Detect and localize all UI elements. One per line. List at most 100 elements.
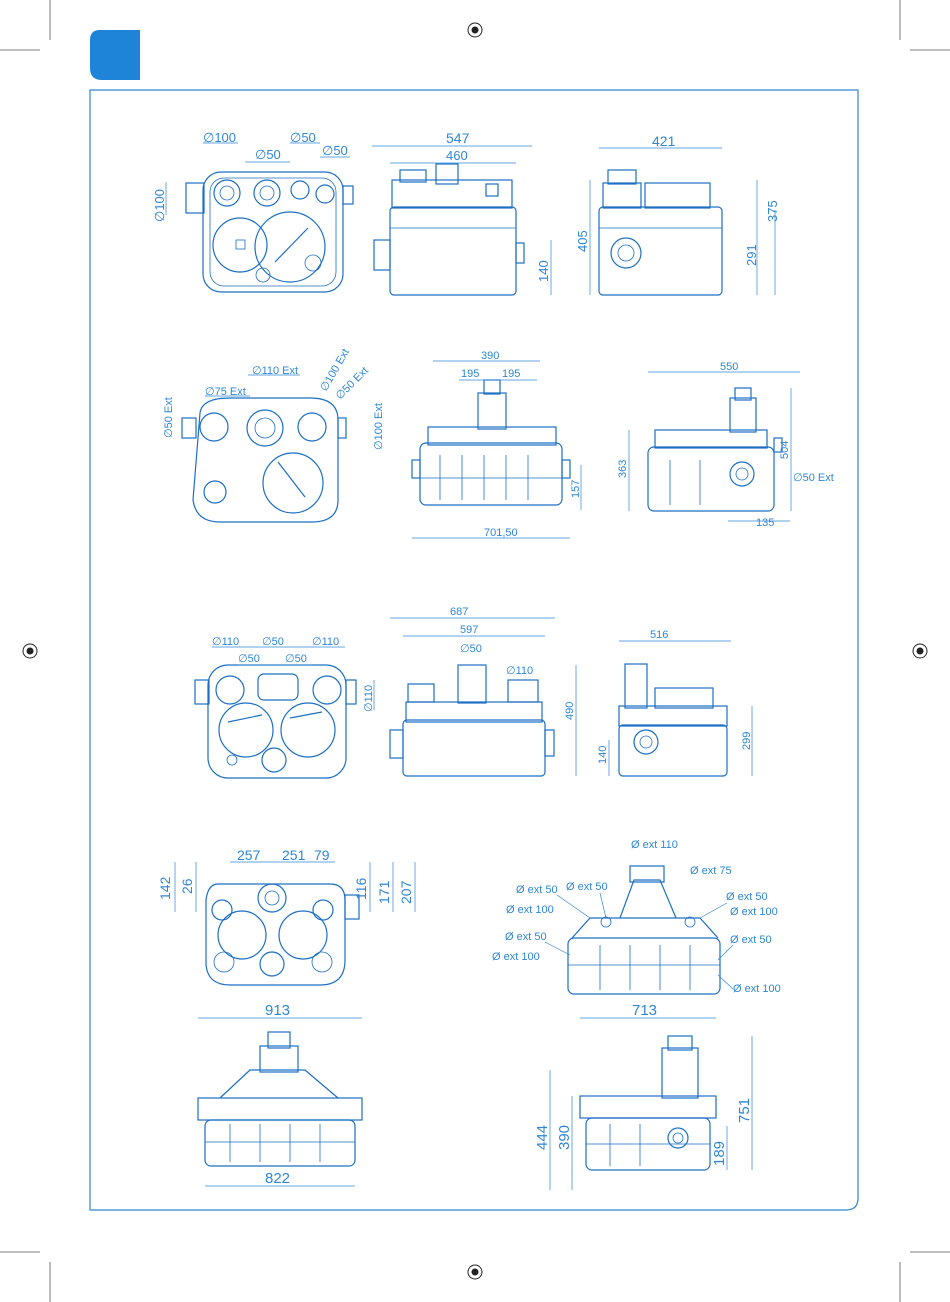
dim-d3-top-6: ∅110	[363, 685, 375, 712]
dim-d2-top-5: ∅50 Ext	[163, 397, 175, 438]
registration-mark-right	[912, 643, 928, 659]
drawing-4-isometric-view	[567, 865, 721, 995]
page-frame	[89, 89, 859, 1211]
drawing-1-top-view	[185, 171, 354, 293]
dim-d3-side-1: 516	[650, 629, 668, 641]
registration-mark-left	[22, 643, 38, 659]
dim-d2-top-1: ∅110 Ext	[252, 365, 298, 377]
dim-d1-side-3: 375	[765, 200, 780, 222]
dim-d4-top-3: 79	[314, 847, 330, 863]
label-iso-10: Ø ext 100	[492, 951, 540, 963]
dim-d1-top-2: ∅50	[290, 130, 316, 145]
drawing-2-top-view	[181, 397, 347, 523]
dim-d4-top-2: 251	[282, 847, 306, 863]
drawing-4-side-view	[579, 1035, 717, 1171]
dim-d2-side-2: 363	[617, 460, 629, 478]
label-iso-11: Ø ext 100	[733, 983, 781, 995]
drawing-3-top-dims: ∅110 ∅50 ∅110 ∅50 ∅50 ∅110	[212, 636, 375, 712]
dim-d1-top-3: ∅50	[255, 147, 281, 162]
dim-d4-front-1: 913	[265, 1002, 290, 1019]
dim-d3-top-2: ∅50	[262, 636, 284, 648]
drawing-3-front-view	[389, 664, 555, 777]
dim-d4-top-1: 257	[237, 847, 261, 863]
dim-d4-top-6: 116	[353, 877, 369, 900]
dim-d2-top-3: ∅75 Ext	[205, 386, 246, 398]
drawing-3-front-dims: 687 597 ∅50 ∅110 490 140	[390, 606, 610, 776]
dim-d4-front-2: 822	[265, 1170, 290, 1187]
registration-mark-top	[467, 22, 483, 38]
drawing-4-front-dims: 913 822	[198, 1002, 362, 1187]
dim-d4-top-4: 142	[157, 876, 173, 900]
drawing-4-top-dims: 257 251 79 142 26 116 171 207	[157, 847, 416, 912]
dim-d3-front-4: ∅110	[506, 665, 533, 677]
dim-d4-top-8: 207	[398, 880, 414, 904]
dim-d2-front-2: 195	[461, 368, 479, 380]
dim-d2-front-3: 195	[502, 368, 520, 380]
drawing-3-side-dims: 516 299	[619, 629, 753, 776]
blue-corner-tab	[90, 30, 140, 80]
dim-d4-top-5: 26	[179, 878, 195, 894]
dim-d3-front-3: ∅50	[460, 643, 482, 655]
drawing-1-front-view	[373, 163, 525, 296]
dim-d4-side-5: 189	[711, 1141, 728, 1166]
dim-d1-front-2: 460	[446, 148, 468, 163]
dim-d2-front-1: 390	[481, 350, 499, 362]
dim-d1-top-4: ∅50	[322, 143, 348, 158]
drawing-1-side-dims: 421 405 375 291	[575, 133, 780, 295]
label-iso-9: Ø ext 50	[730, 934, 772, 946]
drawing-2-side-dims: 550 363 504 ∅50 Ext 135	[617, 361, 834, 529]
dim-d1-top-5: ∅100	[152, 189, 167, 222]
dim-d2-side-1: 550	[720, 361, 738, 373]
label-iso-8: Ø ext 50	[505, 931, 547, 943]
label-iso-7: Ø ext 100	[730, 906, 778, 918]
drawing-2-front-view	[411, 379, 571, 506]
dim-d3-front-6: 140	[597, 746, 609, 764]
dim-d3-front-1: 687	[450, 606, 468, 618]
dim-d3-top-4: ∅50	[238, 653, 260, 665]
drawing-4-isometric-labels: Ø ext 110 Ø ext 75 Ø ext 50 Ø ext 50 Ø e…	[492, 839, 781, 995]
label-iso-3: Ø ext 50	[516, 884, 558, 896]
drawing-1-front-dims: 547 460 140	[372, 130, 552, 295]
dim-d4-side-2: 751	[736, 1098, 753, 1123]
drawing-2-front-dims: 390 195 195 157 701,50	[412, 350, 582, 539]
dim-d1-front-3: 140	[536, 260, 551, 282]
dim-d3-front-5: 490	[564, 702, 576, 720]
registration-mark-bottom	[467, 1264, 483, 1280]
dim-d4-top-7: 171	[376, 880, 392, 904]
drawing-2-top-dims: ∅110 Ext ∅100 Ext ∅75 Ext ∅50 Ext ∅50 Ex…	[163, 347, 385, 450]
dim-d2-side-5: 135	[756, 517, 774, 529]
drawing-1-side-view	[598, 169, 723, 296]
drawing-4-side-dims: 713 751 444 390 189	[534, 1002, 753, 1190]
dim-d4-side-4: 390	[556, 1125, 573, 1150]
label-iso-6: Ø ext 100	[506, 904, 554, 916]
dim-d2-top-6: ∅100 Ext	[373, 403, 385, 450]
dim-d1-side-4: 291	[744, 244, 759, 266]
label-iso-2: Ø ext 75	[690, 865, 732, 877]
label-iso-1: Ø ext 110	[631, 839, 678, 851]
dim-d3-front-2: 597	[460, 624, 478, 636]
drawing-3-top-view	[194, 664, 357, 779]
dim-d4-side-1: 713	[632, 1002, 657, 1019]
dim-d2-side-3: 504	[779, 441, 791, 459]
dim-d2-front-4: 157	[570, 480, 582, 498]
dim-d3-top-3: ∅110	[312, 636, 339, 648]
dim-d4-side-3: 444	[534, 1125, 551, 1150]
dim-d3-side-2: 299	[741, 732, 753, 750]
dim-d1-side-1: 421	[652, 133, 676, 149]
dim-d1-side-2: 405	[575, 230, 590, 252]
drawing-4-top-view	[205, 883, 360, 986]
dim-d1-front-1: 547	[446, 130, 470, 146]
drawing-4-front-view	[197, 1031, 363, 1167]
drawing-2-side-view	[647, 387, 783, 512]
dim-d3-top-5: ∅50	[285, 653, 307, 665]
dim-d3-top-1: ∅110	[212, 636, 239, 648]
drawing-1-top-dims: ∅100 ∅50 ∅50 ∅50 ∅100	[152, 130, 350, 222]
label-iso-5: Ø ext 50	[726, 891, 768, 903]
label-iso-4: Ø ext 50	[566, 881, 608, 893]
dim-d1-top-1: ∅100	[203, 130, 236, 145]
drawing-3-side-view	[618, 663, 728, 777]
dim-d2-side-4: ∅50 Ext	[793, 472, 834, 484]
dim-d2-front-5: 701,50	[484, 527, 518, 539]
